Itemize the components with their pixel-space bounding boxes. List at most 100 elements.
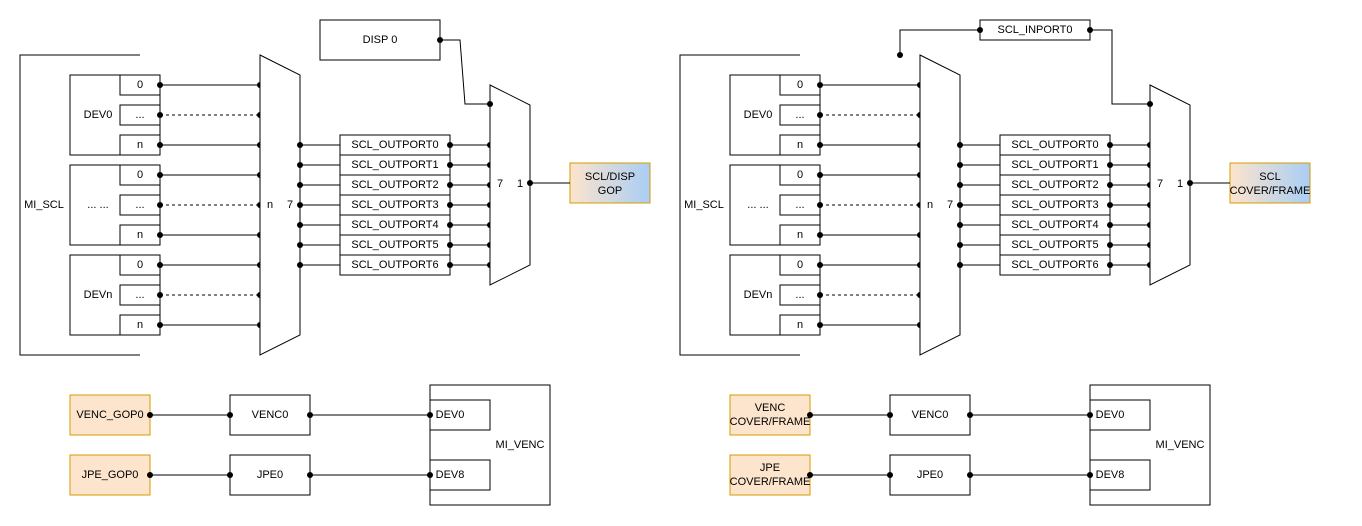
scl-outport-label-4: SCL_OUTPORT4	[351, 219, 438, 231]
port-label: ...	[795, 199, 804, 211]
junction-dot	[157, 82, 163, 88]
junction-dot	[957, 142, 963, 148]
junction-dot	[227, 472, 233, 478]
mux-2	[489, 84, 531, 286]
scl-outport-label-6: SCL_OUTPORT6	[351, 259, 438, 271]
port-label: ...	[795, 109, 804, 121]
port-label: n	[797, 139, 803, 151]
junction-dot	[157, 322, 163, 328]
mux2-output-label: 1	[1177, 178, 1183, 190]
junction-dot	[447, 222, 453, 228]
junction-dot	[957, 182, 963, 188]
junction-dot	[157, 172, 163, 178]
mi-scl-label: MI_SCL	[24, 199, 64, 211]
device-label-dev-mid: ... ...	[87, 199, 108, 211]
mi-venc-label: MI_VENC	[1156, 439, 1205, 451]
junction-dot	[817, 292, 823, 298]
junction-dot	[957, 262, 963, 268]
venc-source-label: VENC_GOP0	[76, 409, 143, 421]
port-label: n	[137, 229, 143, 241]
mi-venc-dev0-box	[1089, 399, 1151, 431]
inport-feed-connector	[899, 29, 980, 55]
mi-venc-dev8-label: DEV8	[436, 469, 465, 481]
junction-dot	[817, 142, 823, 148]
port-label: ...	[135, 109, 144, 121]
mi-venc-dev0-box	[429, 399, 491, 431]
junction-dot	[957, 202, 963, 208]
junction-dot	[297, 262, 303, 268]
mux-1	[919, 54, 961, 356]
device-label-dev-mid: ... ...	[747, 199, 768, 211]
scl-outport-label-2: SCL_OUTPORT2	[1011, 179, 1098, 191]
destination-box	[569, 162, 651, 204]
mux2-input-label: 7	[1157, 178, 1163, 190]
mi-venc-dev8-label: DEV8	[1096, 469, 1125, 481]
mi-venc-dev0-label: DEV0	[1096, 409, 1125, 421]
junction-dot	[1107, 162, 1113, 168]
device-label-dev0: DEV0	[84, 109, 113, 121]
junction-dot	[487, 101, 493, 107]
junction-dot	[967, 412, 973, 418]
junction-dot	[1107, 182, 1113, 188]
venc-source-label-line2: COVER/FRAME	[730, 416, 811, 428]
venc-source-label-line1: VENC	[755, 402, 786, 414]
junction-dot	[957, 162, 963, 168]
junction-dot	[227, 412, 233, 418]
junction-dot	[447, 142, 453, 148]
venc0-box	[889, 394, 971, 436]
junction-dot	[977, 27, 983, 33]
junction-dot	[297, 202, 303, 208]
junction-dot	[147, 472, 153, 478]
junction-dot	[447, 182, 453, 188]
jpe0-box	[229, 454, 311, 496]
device-label-devn: DEVn	[744, 289, 773, 301]
junction-dot	[307, 472, 313, 478]
junction-dot	[297, 182, 303, 188]
junction-dot	[887, 472, 893, 478]
jpe0-label: JPE0	[257, 469, 283, 481]
junction-dot	[157, 232, 163, 238]
port-label: ...	[795, 289, 804, 301]
junction-dot	[1087, 27, 1093, 33]
mux1-output-label: 7	[287, 199, 293, 211]
mux-2	[1149, 84, 1191, 286]
destination-box	[1229, 162, 1311, 204]
junction-dot	[427, 412, 433, 418]
junction-dot	[887, 412, 893, 418]
venc-source-box	[729, 394, 811, 436]
venc-source-box	[69, 394, 151, 436]
junction-dot	[527, 180, 533, 186]
scl-outport-label-0: SCL_OUTPORT0	[1011, 139, 1098, 151]
port-label: ...	[135, 199, 144, 211]
junction-dot	[817, 202, 823, 208]
junction-dot	[157, 292, 163, 298]
scl-outport-label-1: SCL_OUTPORT1	[1011, 159, 1098, 171]
junction-dot	[1107, 202, 1113, 208]
junction-dot	[807, 472, 813, 478]
mux2-output-label: 1	[517, 178, 523, 190]
venc0-label: VENC0	[252, 409, 289, 421]
junction-dot	[817, 172, 823, 178]
junction-dot	[897, 52, 903, 58]
port-label: 0	[137, 259, 143, 271]
venc0-label: VENC0	[912, 409, 949, 421]
junction-dot	[807, 412, 813, 418]
junction-dot	[447, 242, 453, 248]
junction-dot	[1107, 142, 1113, 148]
junction-dot	[1107, 222, 1113, 228]
mi-venc-label: MI_VENC	[496, 439, 545, 451]
junction-dot	[1087, 472, 1093, 478]
junction-dot	[1187, 180, 1193, 186]
jpe-source-label-line2: COVER/FRAME	[730, 476, 811, 488]
destination-label-line2: GOP	[598, 185, 622, 197]
junction-dot	[297, 242, 303, 248]
junction-dot	[157, 112, 163, 118]
scl-outport-label-3: SCL_OUTPORT3	[351, 199, 438, 211]
junction-dot	[437, 37, 443, 43]
scl-outport-label-3: SCL_OUTPORT3	[1011, 199, 1098, 211]
inport-out-connector	[1090, 29, 1150, 105]
port-label: n	[137, 139, 143, 151]
junction-dot	[427, 472, 433, 478]
